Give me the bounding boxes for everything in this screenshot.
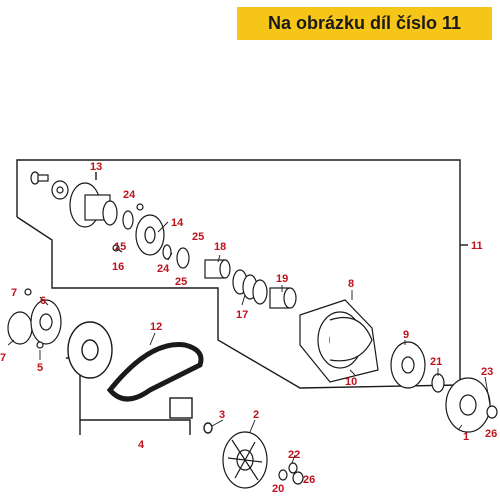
callout-15: 15 [114, 241, 126, 253]
callout-26b: 26 [303, 474, 315, 486]
callout-17: 17 [236, 309, 248, 321]
variator-front [7, 288, 62, 349]
part-number-banner: Na obrázku díl číslo 11 [237, 7, 492, 40]
callout-6: 6 [40, 295, 46, 307]
callout-3: 3 [219, 409, 225, 421]
nut-washer-set [278, 462, 304, 485]
callout-5: 5 [37, 362, 43, 374]
variator-fan [222, 431, 268, 489]
banner-text: Na obrázku díl číslo 11 [267, 13, 462, 33]
callout-18: 18 [214, 241, 226, 253]
callout-25a: 25 [192, 231, 204, 243]
callout-23: 23 [481, 366, 493, 378]
callout-20: 20 [272, 483, 284, 495]
callout-8: 8 [348, 278, 354, 290]
callout-22: 22 [288, 449, 300, 461]
callout-7a: 7 [11, 287, 17, 299]
clutch-bell [445, 377, 498, 433]
callout-16: 16 [112, 261, 124, 273]
callout-21: 21 [430, 356, 442, 368]
callout-14: 14 [171, 217, 184, 229]
callout-2: 2 [253, 409, 259, 421]
callout-leaders [7, 221, 491, 464]
callout-13: 13 [90, 161, 102, 173]
callout-7b: 7 [0, 352, 6, 364]
callout-10: 10 [345, 376, 357, 388]
drive-belt-and-pulley [67, 321, 213, 434]
callout-1: 1 [463, 431, 469, 443]
callout-24a: 24 [123, 189, 136, 201]
callout-26a: 26 [485, 428, 497, 440]
clutch-assembly [299, 299, 379, 383]
screw [112, 244, 123, 253]
callout-25b: 25 [175, 276, 187, 288]
callout-24b: 24 [157, 263, 170, 275]
callout-9: 9 [403, 329, 409, 341]
callout-11: 11 [471, 240, 483, 252]
callout-19: 19 [276, 273, 288, 285]
clutch-plate [390, 341, 445, 393]
drive-shaft-assembly [30, 171, 118, 228]
seal-and-bushing-set [176, 247, 297, 309]
callout-12: 12 [150, 321, 162, 333]
movable-pulley-half [122, 203, 172, 260]
callout-4: 4 [138, 439, 145, 451]
callout-numbers: 1 2 3 4 5 6 7 7 8 9 10 11 12 13 14 15 16… [0, 161, 497, 495]
